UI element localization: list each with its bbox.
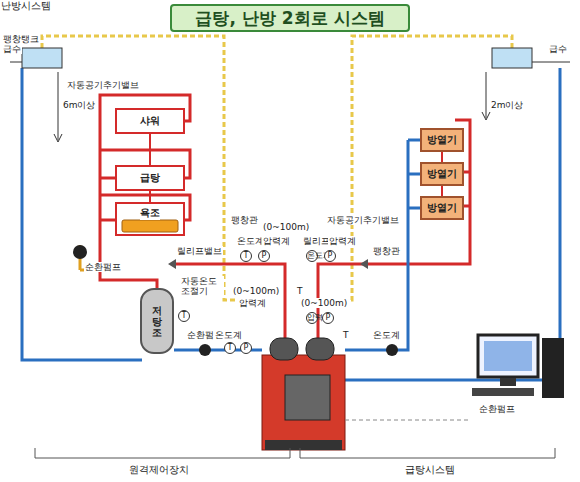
expansion-pipe (42, 36, 262, 300)
part-label: 온도계 (372, 330, 401, 340)
node-text: 샤워 (140, 114, 160, 128)
node-text: 욕조 (140, 206, 160, 220)
gauge-symbol: T (240, 250, 252, 262)
bathtub (122, 220, 178, 232)
part-label: (0~100m) (232, 286, 280, 296)
gauge-symbol: 온도계 (306, 250, 318, 262)
gauge-symbol: P (240, 342, 252, 354)
pipe-connector (149, 134, 151, 165)
radiator-box: 방열기 (420, 162, 464, 186)
pipe-connector (441, 186, 443, 196)
part-label: 팽창관 (372, 246, 401, 256)
gauge-symbol: T (178, 310, 190, 322)
radiator-box: 방열기 (420, 196, 464, 220)
pump-symbol (73, 245, 87, 259)
fixture-box: 급탕 (115, 165, 185, 191)
part-label: 순환펌프 (84, 262, 122, 272)
radiator-box: 방열기 (420, 128, 464, 152)
part-label: 급수 (2, 44, 22, 54)
fixture-box: 욕조 (115, 202, 185, 236)
gauge-symbol: T (224, 342, 236, 354)
part-label: 팽창탱크 (2, 34, 40, 44)
keyboard (472, 388, 534, 396)
part-label: 자동공기추기밸브 (326, 215, 400, 225)
part-label: 6m이상 (62, 100, 97, 110)
node-text: 방열기 (427, 167, 457, 181)
pump-symbol (199, 344, 211, 356)
part-label: T (342, 330, 350, 340)
boiler (262, 355, 345, 450)
hot-pipe (100, 95, 190, 290)
dimension-arrow (54, 72, 62, 142)
part-label: (0~100m) (262, 222, 310, 232)
node-text: 저탕조 (152, 305, 162, 338)
gauge-symbol: P (322, 312, 334, 324)
monitor-stand (500, 378, 516, 386)
burner (285, 375, 330, 420)
node-text: 방열기 (427, 201, 457, 215)
part-label: 급수 (548, 44, 568, 54)
part-label: 자동온도 조절기 (180, 276, 224, 297)
part-label: 팽창관 (230, 215, 259, 225)
part-label: 원격제어장치 (128, 464, 190, 476)
boiler-part (306, 338, 334, 360)
pc-tower (542, 338, 564, 398)
pipe-connector (149, 191, 151, 202)
part-label: 온도계 (236, 236, 265, 246)
part-label: (0~100m) (300, 298, 348, 308)
title: 급탕, 난방 2회로 시스템 (170, 4, 410, 32)
pump-symbol (386, 344, 398, 356)
expansion-tank (492, 48, 532, 68)
dimension-arrow (482, 72, 490, 120)
gauge-symbol: P (258, 250, 270, 262)
part-label: 자동공기추기밸브 (66, 80, 140, 90)
feed-line (10, 62, 570, 63)
part-label: 난방시스템 (0, 0, 52, 12)
monitor (478, 335, 538, 377)
hot-pipe (174, 264, 285, 340)
part-label: 압력계 (328, 236, 357, 246)
valve-symbol (168, 259, 368, 269)
bracket (35, 448, 555, 458)
node-text: 급탕 (140, 171, 160, 185)
part-label: 2m이상 (490, 100, 525, 110)
expansion-tank (22, 48, 62, 68)
screen (484, 341, 532, 371)
part-label: T (296, 286, 304, 296)
part-label: 릴리프밸브 (176, 246, 223, 256)
storage-tank: 저탕조 (140, 288, 174, 354)
signal-line (345, 420, 470, 421)
part-label: 순환펌프 (478, 404, 516, 414)
gauge-symbol: P (324, 250, 336, 262)
gauge-symbol: 압력계 (306, 312, 318, 324)
part-label: 압력계 (238, 298, 267, 308)
node-text: 방열기 (427, 133, 457, 147)
pipe-connector (441, 152, 443, 162)
fixture-box: 샤워 (115, 108, 185, 134)
boiler-base (265, 440, 342, 450)
boiler-part (270, 338, 298, 360)
part-label: 온도계 (214, 330, 243, 340)
part-label: 급탕시스템 (404, 464, 456, 476)
part-label: 압력계 (262, 236, 291, 246)
